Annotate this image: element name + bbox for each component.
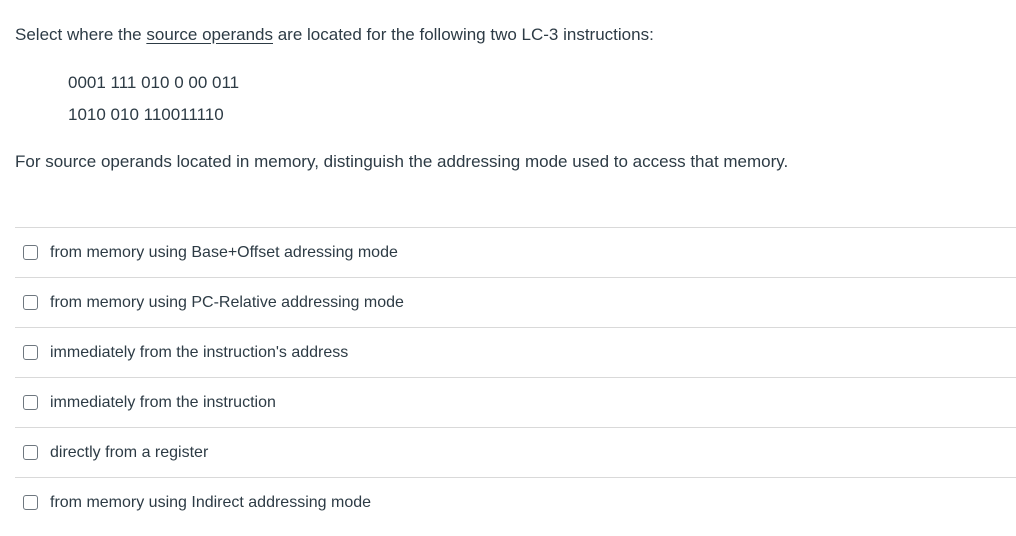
option-label: immediately from the instruction's addre…: [50, 343, 349, 361]
option-checkbox[interactable]: [23, 395, 38, 410]
answer-option-indirect[interactable]: from memory using Indirect addressing mo…: [15, 477, 1016, 527]
instruction-line-2: 1010 010 110011110: [68, 105, 224, 124]
answer-option-immediate[interactable]: immediately from the instruction: [15, 377, 1016, 427]
instruction-listing: 0001 111 010 0 00 011 1010 010 110011110: [68, 67, 1016, 131]
answer-option-register[interactable]: directly from a register: [15, 427, 1016, 477]
answer-options-list: from memory using Base+Offset adressing …: [0, 227, 1016, 527]
option-checkbox[interactable]: [23, 445, 38, 460]
instruction-line-1: 0001 111 010 0 00 011: [68, 73, 240, 92]
option-label: from memory using PC-Relative addressing…: [50, 293, 404, 311]
prompt-text-prefix: Select where the: [15, 25, 147, 44]
option-checkbox[interactable]: [23, 345, 38, 360]
answer-option-pc-relative[interactable]: from memory using PC-Relative addressing…: [15, 277, 1016, 327]
option-label: directly from a register: [50, 443, 209, 461]
option-checkbox[interactable]: [23, 295, 38, 310]
option-label: from memory using Indirect addressing mo…: [50, 493, 372, 511]
option-checkbox[interactable]: [23, 495, 38, 510]
option-checkbox[interactable]: [23, 245, 38, 260]
question-prompt: Select where the source operands are loc…: [15, 0, 1016, 45]
option-label: immediately from the instruction: [50, 393, 276, 411]
option-label: from memory using Base+Offset adressing …: [50, 243, 398, 261]
prompt-underlined-term: source operands: [146, 25, 273, 44]
question-followup: For source operands located in memory, d…: [15, 152, 789, 171]
answer-option-instruction-address[interactable]: immediately from the instruction's addre…: [15, 327, 1016, 377]
answer-option-base-offset[interactable]: from memory using Base+Offset adressing …: [15, 227, 1016, 277]
prompt-text-suffix: are located for the following two LC-3 i…: [273, 25, 654, 44]
